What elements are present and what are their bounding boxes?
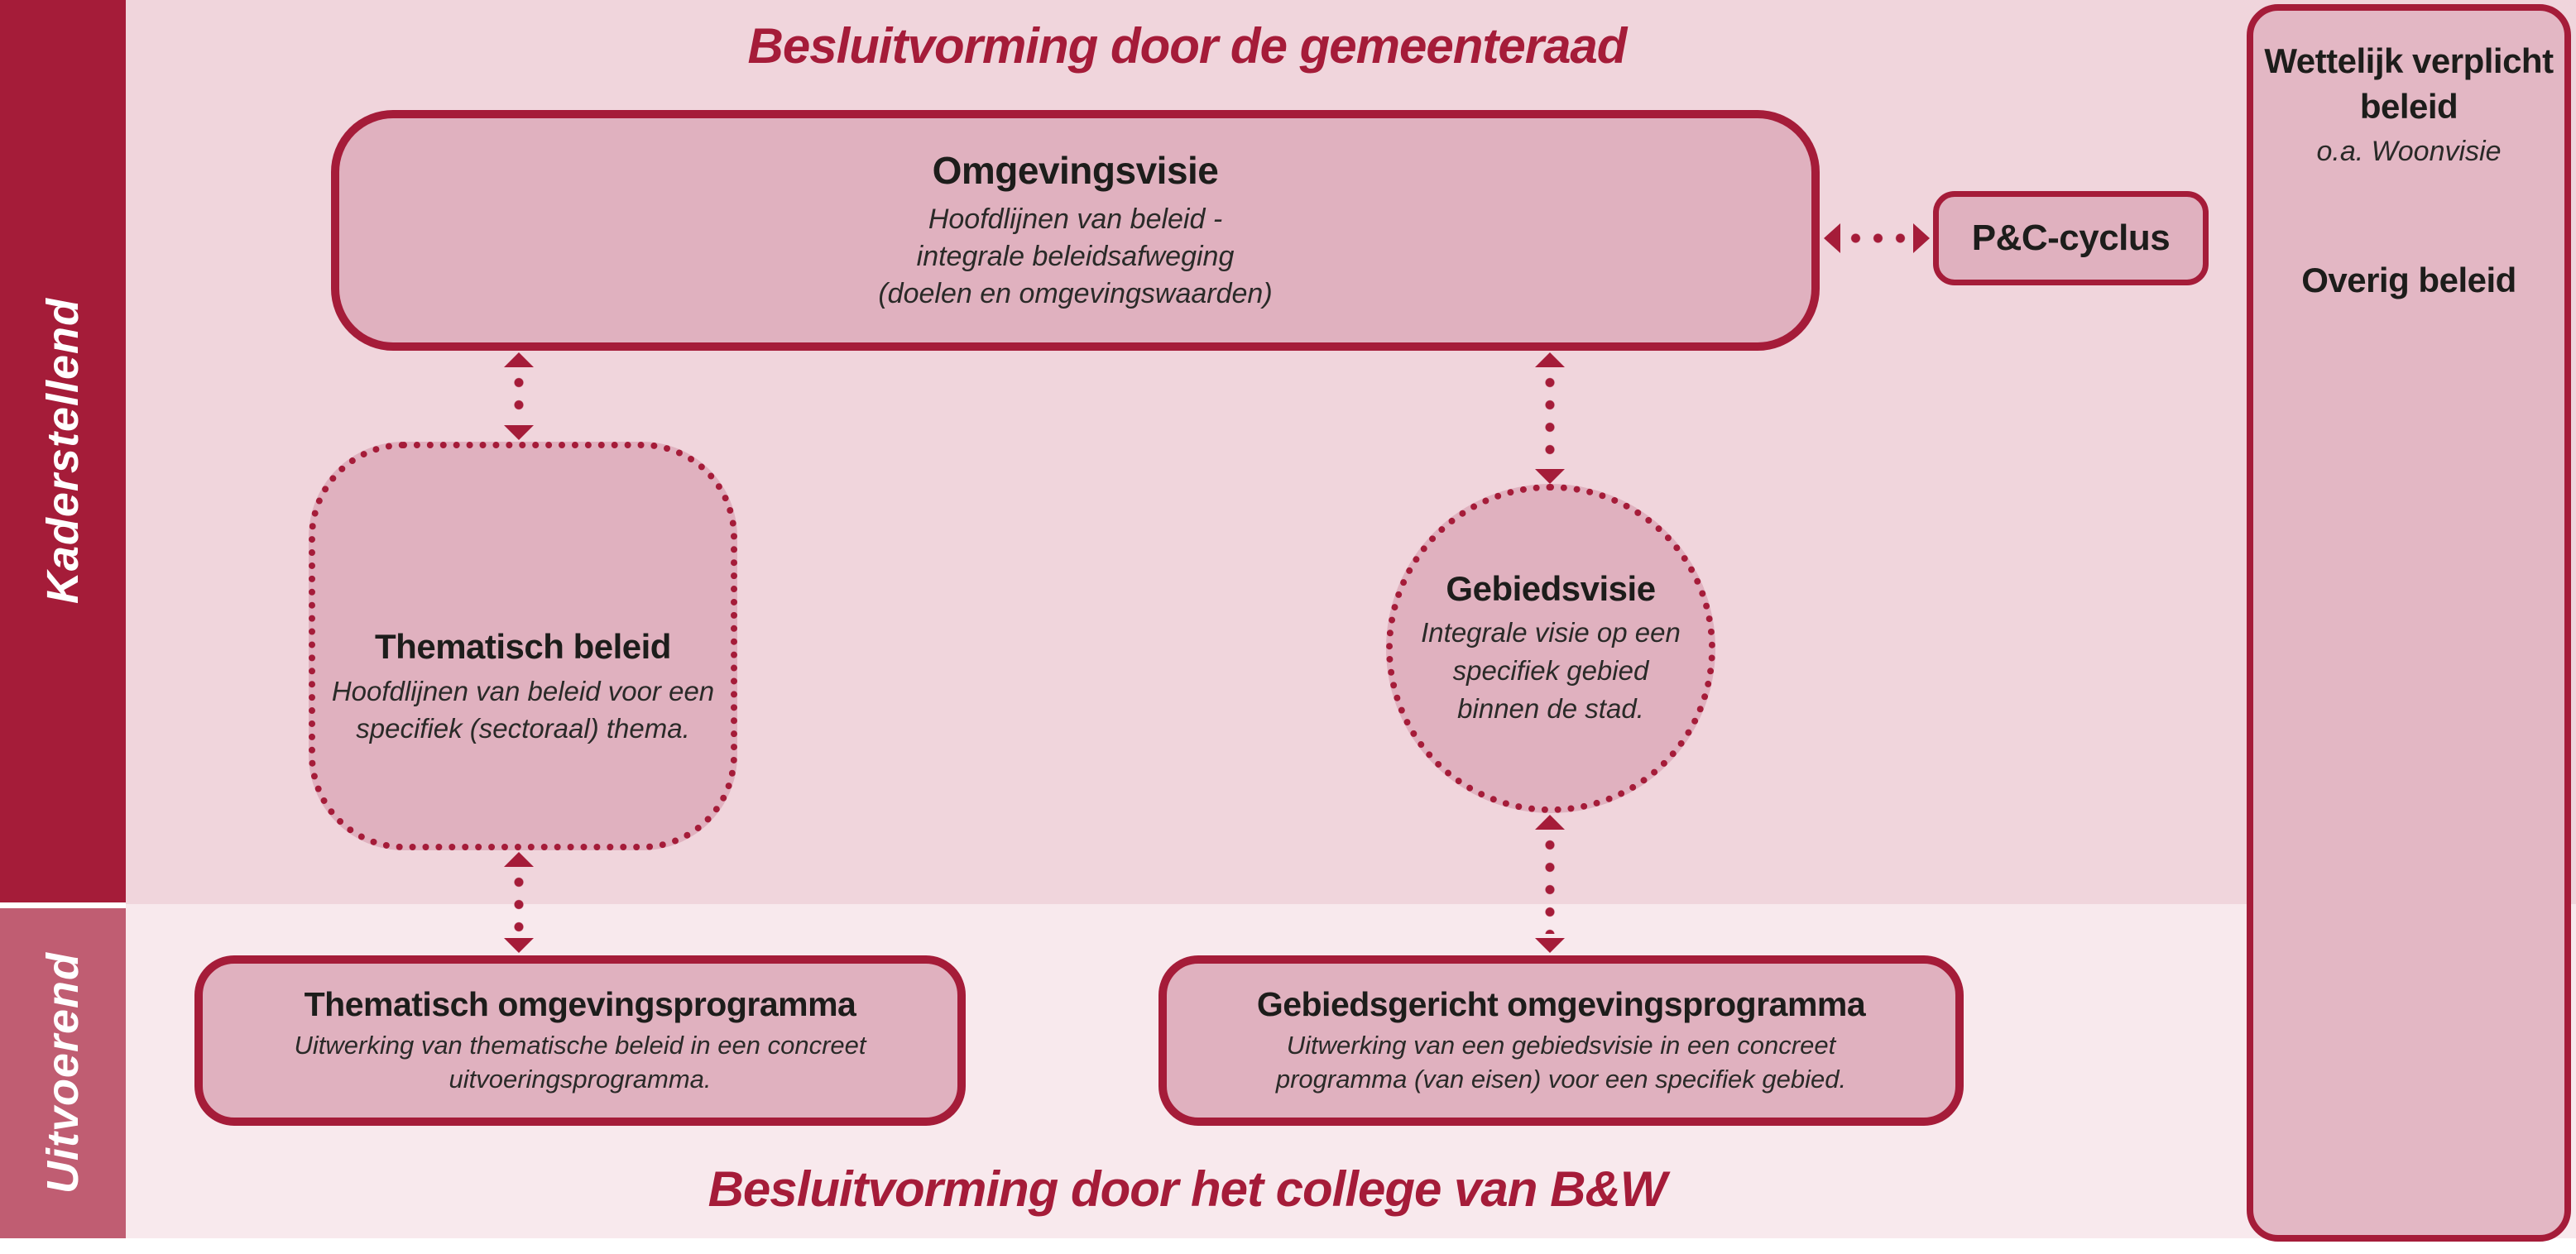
top-title: Besluitvorming door de gemeenteraad <box>747 18 1628 74</box>
arrowhead-left-icon <box>1824 223 1840 253</box>
node-gebiedsvisie: Gebiedsvisie Integrale visie op een spec… <box>1386 484 1715 813</box>
dotted-line <box>514 371 524 421</box>
arrowhead-down-icon <box>504 938 534 953</box>
subtitle-line-3: (doelen en omgevingswaarden) <box>878 278 1273 309</box>
arrowhead-up-icon <box>1535 815 1565 830</box>
dotted-arrow-omgevingsvisie-gebiedsvisie <box>1533 352 1566 484</box>
sidebar-uitvoerend: Uitvoerend <box>0 908 126 1238</box>
dotted-arrow-thematisch-beleid-programma <box>502 852 535 953</box>
panel-wettelijk-beleid: Wettelijk verplicht beleid o.a. Woonvisi… <box>2247 4 2571 1242</box>
node-thematisch-beleid: Thematisch beleid Hoofdlijnen van beleid… <box>309 442 737 850</box>
panel-wettelijk-title: Wettelijk verplicht beleid <box>2264 41 2554 126</box>
node-omgevingsvisie-title: Omgevingsvisie <box>932 149 1219 192</box>
arrowhead-up-icon <box>504 352 534 367</box>
dotted-arrow-omgevingsvisie-pc-cyclus <box>1824 222 1930 255</box>
sidebar-kaderstellend-label: Kaderstellend <box>38 298 88 605</box>
node-pc-cyclus-title: P&C-cyclus <box>1971 218 2171 258</box>
dotted-arrow-gebiedsvisie-programma <box>1533 815 1566 953</box>
panel-wettelijk-subtitle: o.a. Woonvisie <box>2316 136 2502 168</box>
node-gebiedsgericht-omgevingsprogramma: Gebiedsgericht omgevingsprogramma Uitwer… <box>1158 955 1964 1126</box>
arrowhead-right-icon <box>1913 223 1930 253</box>
dotted-line <box>514 871 524 934</box>
arrowhead-up-icon <box>1535 352 1565 367</box>
subtitle-line-1: Hoofdlijnen van beleid - <box>928 203 1223 235</box>
dotted-line <box>1545 834 1555 934</box>
node-thematisch-beleid-title: Thematisch beleid <box>375 627 671 667</box>
dotted-line <box>1844 233 1909 243</box>
node-thematisch-omgevingsprogramma-subtitle: Uitwerking van thematische beleid in een… <box>294 1031 866 1094</box>
panel-overig-beleid-title: Overig beleid <box>2301 261 2516 300</box>
dotted-line <box>1545 371 1555 465</box>
sidebar-uitvoerend-label: Uitvoerend <box>38 952 88 1194</box>
node-gebiedsvisie-subtitle: Integrale visie op een specifiek gebied … <box>1421 616 1681 725</box>
bottom-title: Besluitvorming door het college van B&W <box>708 1161 1667 1217</box>
sidebar-kaderstellend: Kaderstellend <box>0 0 126 902</box>
node-gebiedsvisie-title: Gebiedsvisie <box>1446 568 1656 608</box>
node-pc-cyclus: P&C-cyclus <box>1933 191 2209 285</box>
node-thematisch-omgevingsprogramma-title: Thematisch omgevingsprogramma <box>304 985 856 1024</box>
subtitle-line-2: integrale beleidsafweging <box>916 241 1235 272</box>
arrowhead-up-icon <box>504 852 534 867</box>
node-omgevingsvisie: Omgevingsvisie Hoofdlijnen van beleid - … <box>331 110 1820 351</box>
dotted-arrow-omgevingsvisie-thematisch-beleid <box>502 352 535 440</box>
node-thematisch-omgevingsprogramma: Thematisch omgevingsprogramma Uitwerking… <box>194 955 966 1126</box>
node-gebiedsgericht-omgevingsprogramma-title: Gebiedsgericht omgevingsprogramma <box>1256 985 1866 1024</box>
arrowhead-down-icon <box>504 425 534 440</box>
arrowhead-down-icon <box>1535 938 1565 953</box>
node-thematisch-beleid-subtitle: Hoofdlijnen van beleid voor een specifie… <box>331 676 715 744</box>
arrowhead-down-icon <box>1535 469 1565 484</box>
node-gebiedsgericht-omgevingsprogramma-subtitle: Uitwerking van een gebiedsvisie in een c… <box>1275 1031 1847 1094</box>
node-omgevingsvisie-subtitle: Hoofdlijnen van beleid - integrale belei… <box>878 201 1272 313</box>
